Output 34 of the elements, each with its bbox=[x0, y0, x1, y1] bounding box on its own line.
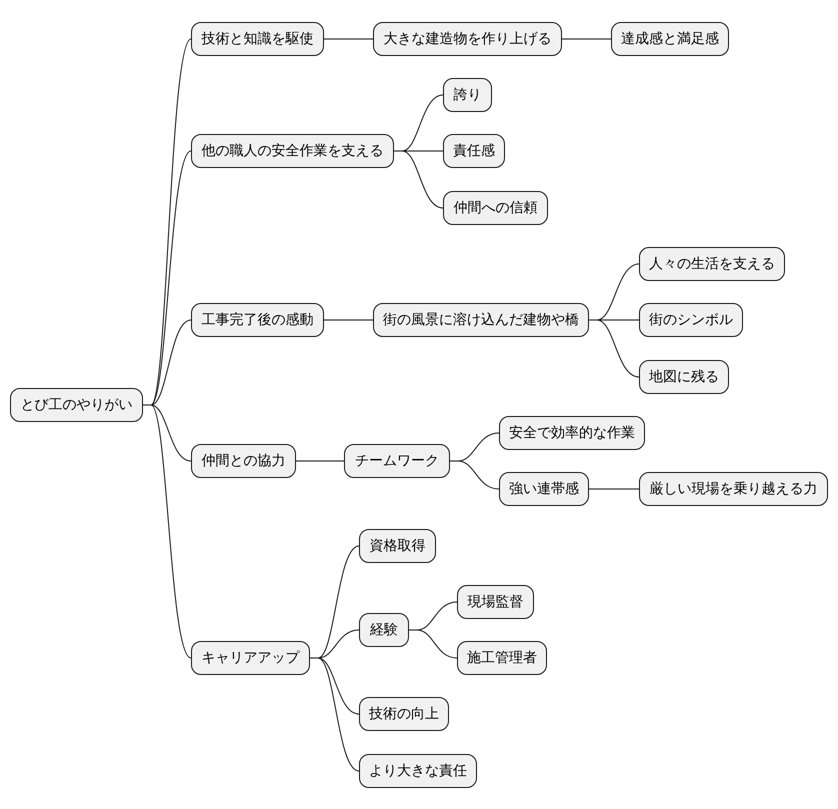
topic-box: 他の職人の安全作業を支える bbox=[191, 134, 394, 168]
connector-line bbox=[562, 38, 612, 40]
connector-line bbox=[408, 630, 458, 658]
topic-box: 達成感と満足感 bbox=[611, 22, 729, 56]
connector-line bbox=[324, 38, 374, 40]
topic-box: キャリアアップ bbox=[191, 641, 310, 675]
topic-box: 資格取得 bbox=[359, 529, 436, 563]
topic-box: 技術と知識を駆使 bbox=[191, 22, 324, 56]
topic-box: 強い連帯感 bbox=[499, 472, 589, 506]
topic-box: 工事完了後の感動 bbox=[191, 303, 324, 337]
connector-line bbox=[450, 460, 500, 490]
topic-box: 街の風景に溶け込んだ建物や橋 bbox=[373, 303, 589, 337]
connector-line bbox=[588, 320, 640, 378]
topic-box: 安全で効率的な作業 bbox=[499, 416, 645, 450]
topic-box: 仲間との協力 bbox=[191, 444, 296, 478]
connector-line bbox=[296, 460, 344, 462]
topic-box: 責任感 bbox=[443, 134, 505, 168]
connector-line bbox=[588, 488, 640, 490]
topic-box: 仲間への信頼 bbox=[443, 191, 548, 225]
topic-box: チームワーク bbox=[344, 444, 450, 478]
topic-box: 人々の生活を支える bbox=[639, 247, 785, 281]
topic-box: 街のシンボル bbox=[639, 303, 743, 337]
connector-line bbox=[310, 658, 360, 772]
topic-box: 誇り bbox=[443, 78, 492, 112]
topic-box: 技術の向上 bbox=[359, 697, 449, 731]
topic-box: 大きな建造物を作り上げる bbox=[373, 22, 562, 56]
topic-box: とび工のやりがい bbox=[10, 388, 143, 422]
topic-box: 現場監督 bbox=[457, 585, 534, 619]
topic-box: 経験 bbox=[359, 613, 409, 647]
topic-box: より大きな責任 bbox=[359, 754, 477, 788]
topic-box: 施工管理者 bbox=[457, 641, 547, 675]
topic-box: 厳しい現場を乗り越える力 bbox=[639, 472, 828, 506]
topic-box: 地図に残る bbox=[639, 360, 729, 394]
connector-line bbox=[394, 150, 444, 208]
